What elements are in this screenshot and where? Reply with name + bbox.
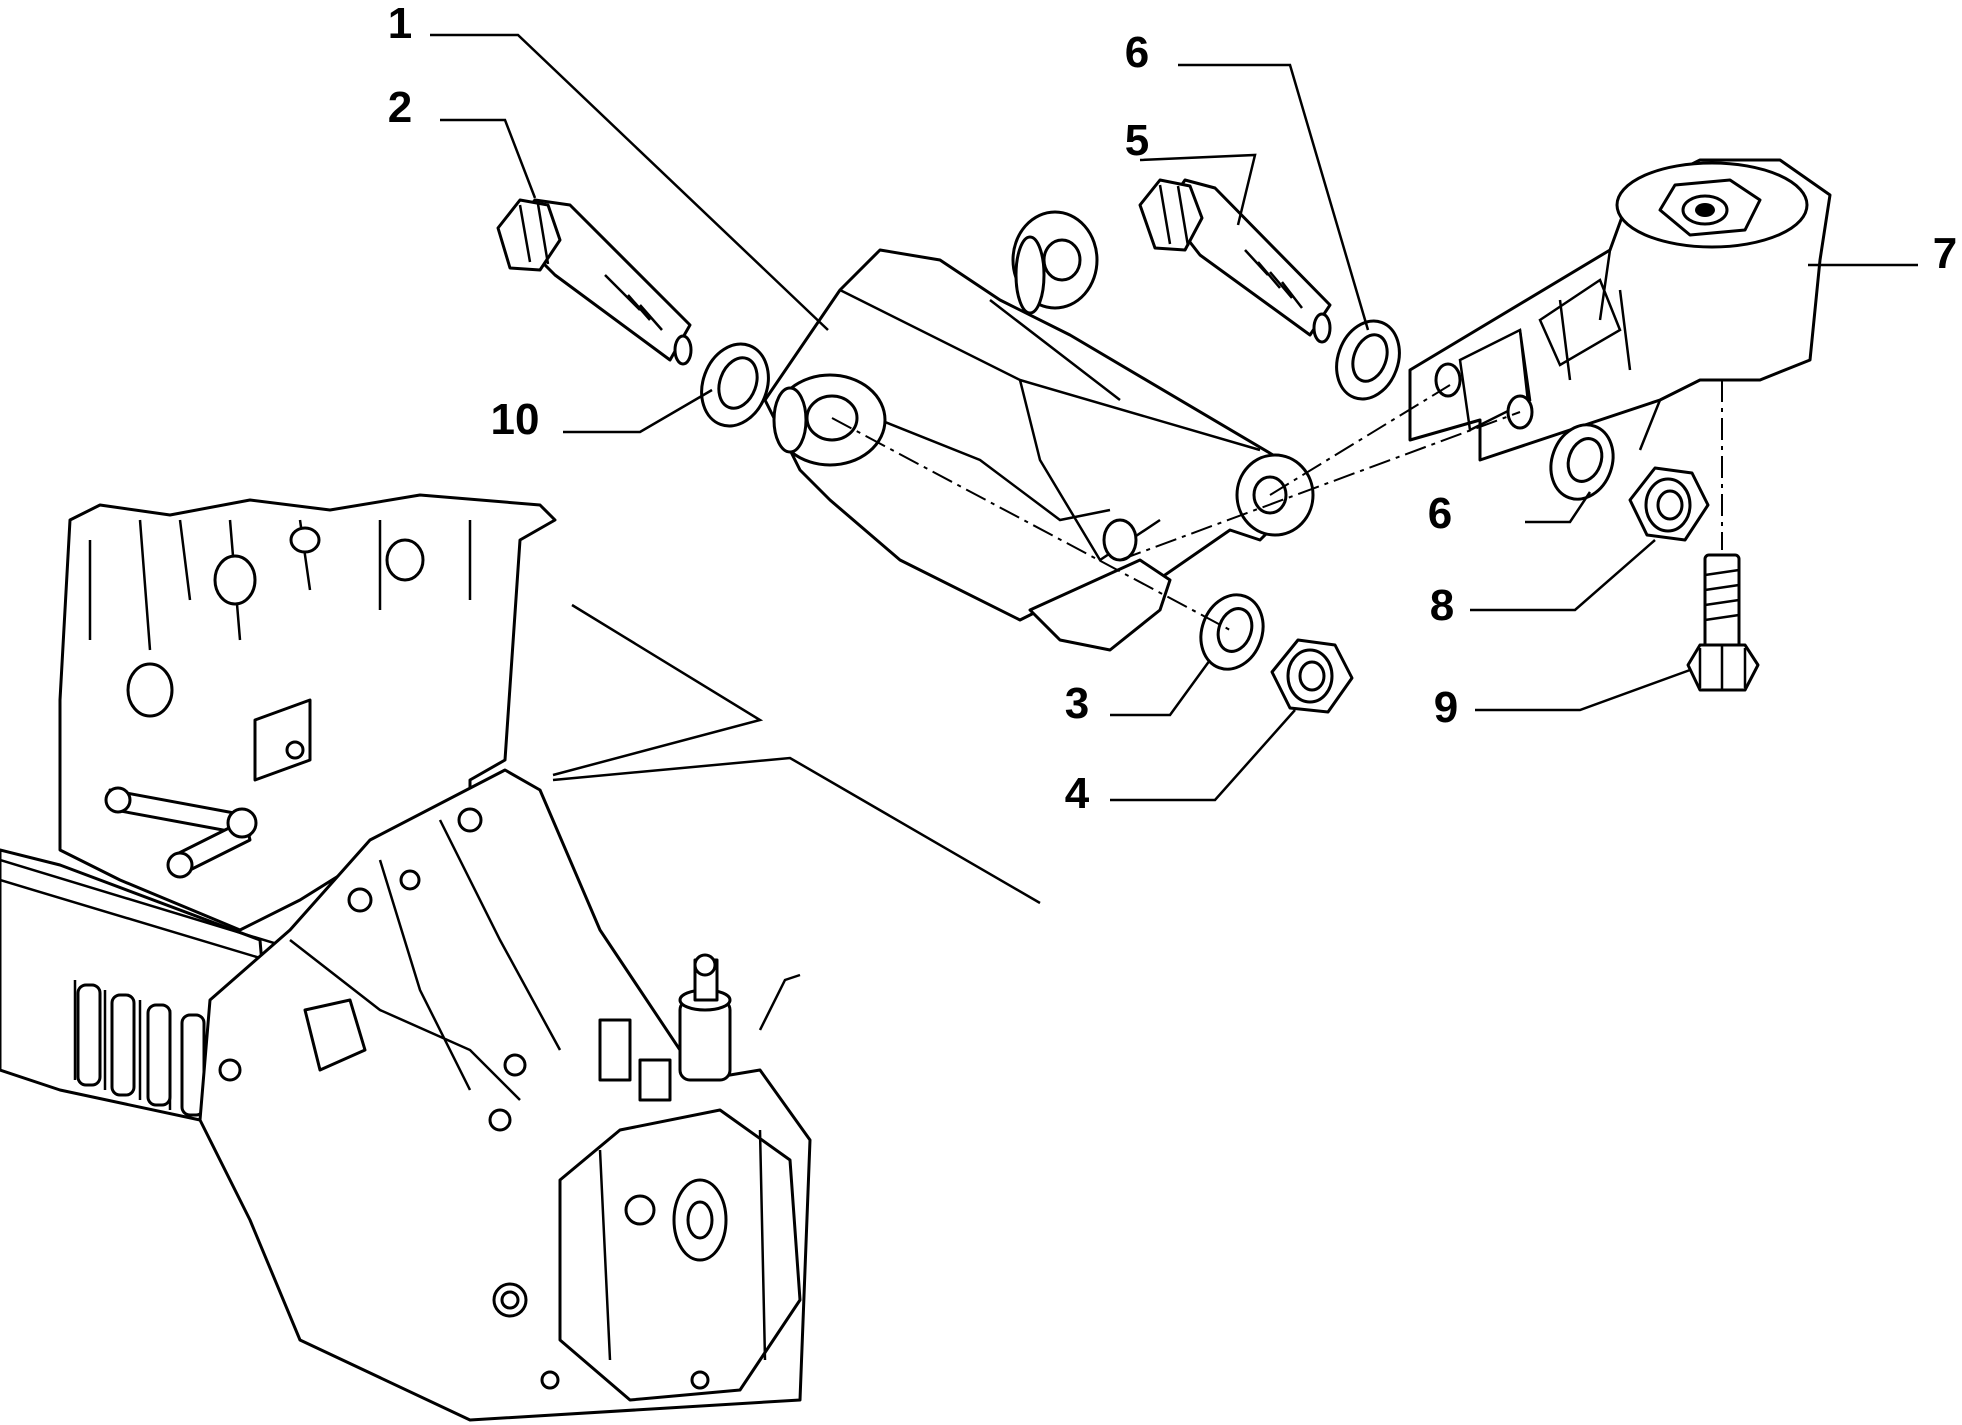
callout-6-lower: 6 — [1428, 489, 1452, 538]
callout-7: 7 — [1933, 229, 1957, 278]
assembly-axes — [831, 380, 1723, 631]
bracket-part-1 — [763, 210, 1315, 652]
callout-9: 9 — [1434, 683, 1458, 732]
callout-2: 2 — [388, 83, 412, 132]
callout-labels: 1 2 3 4 5 6 6 7 8 9 10 — [388, 0, 1957, 818]
callout-3: 3 — [1065, 679, 1089, 728]
callout-4: 4 — [1065, 769, 1090, 818]
bolt-part-2 — [496, 198, 693, 366]
callout-8: 8 — [1430, 581, 1454, 630]
callout-10: 10 — [491, 395, 540, 444]
nut-part-4 — [1270, 638, 1354, 714]
bolt-part-9 — [1686, 553, 1760, 692]
washer-part-10 — [700, 342, 770, 428]
leader-lines — [430, 33, 1918, 802]
callout-1: 1 — [388, 0, 412, 48]
explode-lines — [552, 603, 1041, 905]
engine-gearbox-assembly — [0, 493, 812, 1422]
washer-part-6-top — [1335, 319, 1401, 401]
washer-part-6-lower — [1549, 423, 1615, 501]
washer-part-3 — [1199, 593, 1265, 671]
callout-6-top: 6 — [1125, 28, 1149, 77]
nut-part-8 — [1628, 466, 1710, 542]
callout-5: 5 — [1125, 116, 1149, 165]
torque-rod-part-7 — [1408, 158, 1832, 462]
bolt-part-5 — [1138, 178, 1332, 344]
